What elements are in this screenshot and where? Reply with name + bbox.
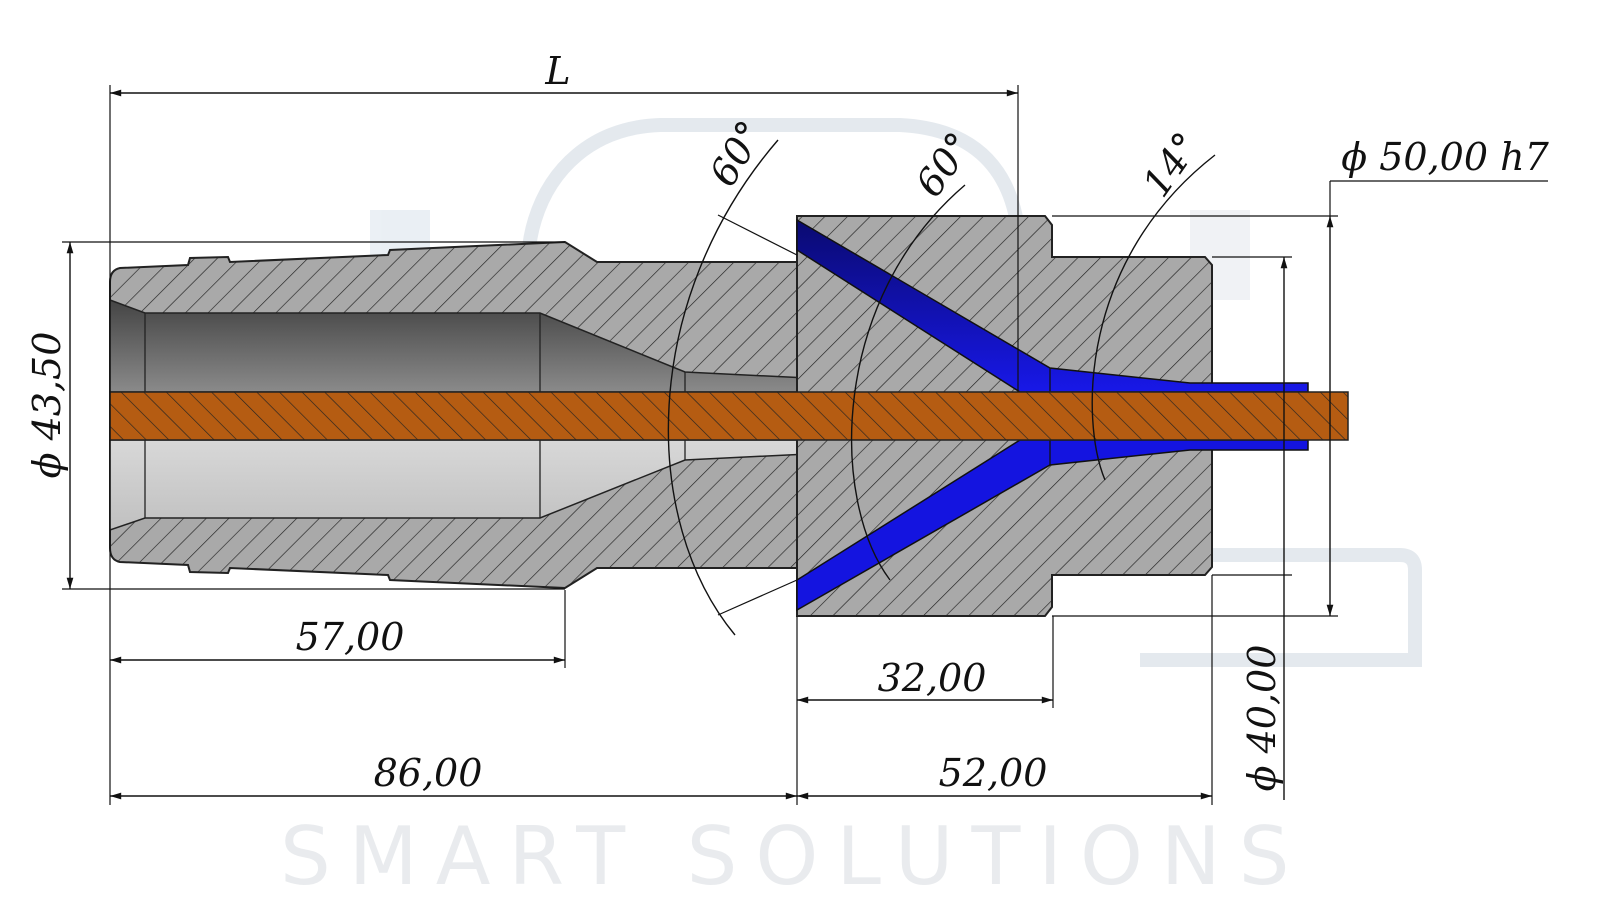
melt-channel-lower <box>796 439 1309 612</box>
melt-channel-upper <box>796 218 1309 393</box>
angle-die-60: 60° <box>907 124 982 204</box>
angle-land-14: 14° <box>1134 124 1209 204</box>
angle-markers <box>667 139 1216 636</box>
dim-overall-length: L <box>544 49 570 93</box>
dim-diameter-40: ϕ 40,00 <box>1240 645 1284 792</box>
dim-diameter-43-50: ϕ 43,50 <box>25 332 69 479</box>
watermark-tagline: SMART SOLUTIONS <box>280 810 1308 900</box>
dim-diameter-50-h7: ϕ 50,00 h7 <box>1341 135 1549 179</box>
wire-conductor <box>109 391 1349 441</box>
dim-32: 32,00 <box>878 656 987 700</box>
dim-86: 86,00 <box>374 751 483 795</box>
dimension-lines <box>62 85 1548 805</box>
dim-52: 52,00 <box>939 751 1048 795</box>
dim-57: 57,00 <box>296 615 405 659</box>
